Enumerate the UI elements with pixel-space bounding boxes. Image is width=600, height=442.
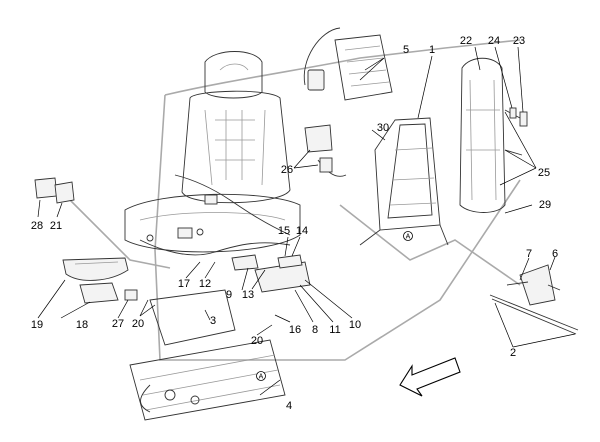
callout-7: 7 — [526, 248, 532, 260]
ref-a-rails: A — [259, 374, 264, 381]
callout-23: 23 — [513, 35, 525, 47]
back-shell — [459, 57, 523, 213]
callout-5: 5 — [403, 44, 409, 56]
callout-4: 4 — [286, 400, 292, 412]
callout-28: 28 — [31, 220, 43, 232]
lumbar-panel — [303, 27, 393, 101]
control-panel-19 — [62, 257, 129, 281]
callout-20-right: 20 — [251, 335, 263, 347]
callout-12: 12 — [199, 278, 211, 290]
seat-assembly — [124, 51, 301, 256]
callout-8: 8 — [312, 324, 318, 336]
pin-7 — [506, 281, 529, 286]
bracket-26 — [304, 124, 347, 177]
callout-29: 29 — [539, 199, 551, 211]
leader-lines — [37, 46, 576, 396]
callout-21: 21 — [50, 220, 62, 232]
callout-20-left: 20 — [132, 318, 144, 330]
callout-19: 19 — [31, 319, 43, 331]
switch-18 — [79, 282, 119, 304]
callout-6: 6 — [552, 248, 558, 260]
screw-23 — [519, 111, 528, 127]
ref-a-frame: A — [406, 234, 411, 241]
clip-24 — [509, 107, 517, 119]
callout-24: 24 — [488, 35, 500, 47]
callout-1: 1 — [429, 44, 435, 56]
seat-frame — [359, 117, 449, 246]
connector-28 — [34, 177, 58, 199]
knob-27 — [124, 289, 138, 301]
reference-marker-rails: A — [256, 371, 266, 381]
callout-10: 10 — [349, 319, 361, 331]
lever-6 — [519, 264, 561, 306]
connector-21 — [54, 181, 75, 204]
callout-labels: 1 2 3 4 5 6 7 8 9 10 11 12 13 14 15 16 1… — [31, 35, 558, 412]
adjust-rod — [489, 294, 579, 335]
group-outlines — [69, 39, 521, 361]
callout-14: 14 — [296, 225, 308, 237]
callout-15: 15 — [278, 225, 290, 237]
callout-2: 2 — [510, 347, 516, 359]
callout-22: 22 — [460, 35, 472, 47]
callout-30: 30 — [377, 122, 389, 134]
callout-9: 9 — [226, 289, 232, 301]
callout-17: 17 — [178, 278, 190, 290]
side-trim — [231, 254, 311, 293]
callout-25: 25 — [538, 167, 550, 179]
callout-3: 3 — [210, 315, 216, 327]
callout-13: 13 — [242, 289, 254, 301]
callout-16: 16 — [289, 324, 301, 336]
front-direction-arrow — [399, 357, 461, 397]
seat-rails — [129, 289, 286, 421]
callout-27: 27 — [112, 318, 124, 330]
callout-26: 26 — [281, 164, 293, 176]
callout-18: 18 — [76, 319, 88, 331]
reference-marker-frame: A — [403, 231, 413, 241]
callout-11: 11 — [329, 324, 340, 336]
